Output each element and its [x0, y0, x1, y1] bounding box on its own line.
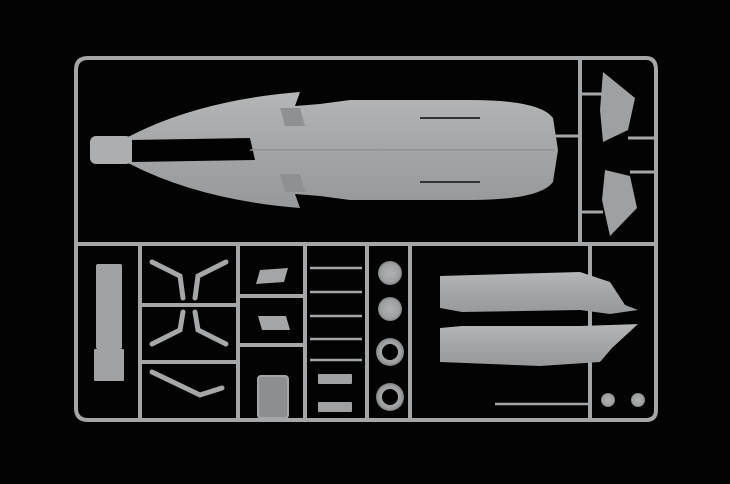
small-panel-parts: [256, 268, 290, 330]
seat-part: [257, 375, 289, 419]
sprue-frame: [74, 56, 658, 422]
intake-parts: [440, 272, 638, 366]
rod-parts: [310, 266, 362, 362]
long-panel-part: [94, 264, 124, 381]
landing-gear-parts: [149, 259, 229, 398]
tail-fin-parts: [580, 72, 656, 236]
wheel-parts: [376, 261, 404, 411]
main-fuselage-part: [90, 92, 580, 208]
box-parts: [318, 374, 352, 412]
small-wheel-parts: [601, 393, 645, 407]
